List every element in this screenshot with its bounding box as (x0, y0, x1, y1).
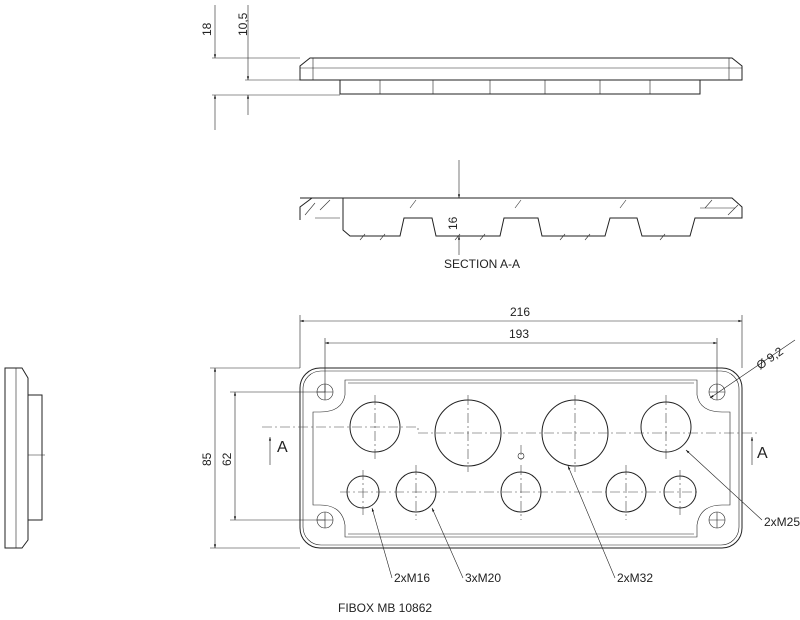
dim-hole-diameter: Ø 9,2 (754, 344, 786, 372)
dim-width-outer: 216 (510, 305, 530, 319)
callout-3xm20: 3xM20 (465, 571, 501, 585)
section-caption: SECTION A-A (444, 257, 520, 271)
dim-width-holes: 193 (509, 327, 529, 341)
callout-2xm16: 2xM16 (394, 571, 430, 585)
callout-2xm32: 2xM32 (617, 571, 653, 585)
front-view: 216 193 85 62 Ø 9,2 A A 2xM16 3xM20 2xM3… (200, 305, 800, 585)
side-view: 18 10,5 (200, 5, 743, 130)
end-view (4, 367, 45, 549)
section-mark-right: A (757, 445, 768, 462)
section-mark-left: A (277, 439, 288, 456)
dim-height-holes: 62 (220, 452, 234, 466)
dim-flange-height: 10,5 (236, 12, 250, 36)
dim-height-outer: 85 (200, 452, 214, 466)
callout-2xm25: 2xM25 (764, 515, 800, 529)
dim-total-height: 18 (200, 22, 214, 36)
section-view: 16 SECTION A-A (299, 160, 743, 271)
drawing-title: FIBOX MB 10862 (338, 601, 432, 615)
dim-section-depth: 16 (446, 216, 460, 230)
cable-holes (340, 395, 700, 520)
